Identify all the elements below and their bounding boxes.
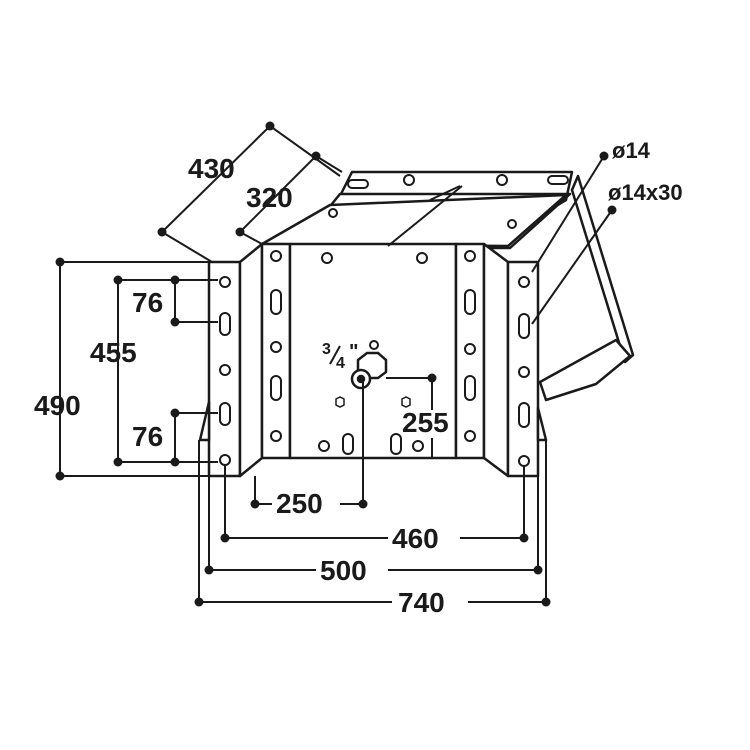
dimension-labels: 430 320 76 455 490 76 250 255 460 500 74… [34, 153, 449, 618]
plate-slot-right [390, 433, 402, 455]
right-flange-hole-mid [518, 366, 530, 378]
seam-2 [429, 185, 461, 201]
pipe-label: 3 4 " [322, 341, 358, 372]
seam-1 [387, 185, 463, 247]
plate-hole-bottom-right [412, 440, 424, 452]
label-76-bottom: 76 [132, 421, 163, 452]
flange-slot-right [547, 175, 569, 185]
right-flange-tab [536, 406, 548, 442]
label-500: 500 [320, 555, 367, 586]
left-flange-slot-bottom [219, 402, 231, 426]
pipe-fitting [350, 351, 388, 390]
label-455: 455 [90, 337, 137, 368]
arm-plate [538, 338, 632, 402]
right-brace [570, 174, 635, 364]
pipe-label-slash [329, 345, 341, 365]
right-strip-hole-3 [464, 430, 476, 442]
extline-320 [315, 155, 343, 173]
plate-hole-bottom-left [318, 440, 330, 452]
left-strip-hole-1 [270, 250, 282, 262]
label-hole-slot: ø14x30 [608, 180, 683, 205]
left-flange-hole-top [219, 276, 231, 288]
flange-hole-2 [496, 174, 508, 186]
shelf-hole-2 [507, 219, 517, 229]
flange-slot-left [347, 179, 369, 189]
leader-hole-round [531, 155, 605, 273]
flange-hole-1 [403, 174, 415, 186]
seams [387, 185, 463, 247]
left-flange-hole-bottom [219, 454, 231, 466]
left-flange-hole-mid [219, 364, 231, 376]
left-channel-wall [238, 242, 264, 478]
pipe-label-num: 3 [322, 341, 331, 358]
dimline-320 [239, 155, 317, 233]
right-flange-slot-bottom [518, 402, 530, 428]
dimension-lines [59, 125, 613, 603]
right-strip-slot-1 [464, 289, 476, 315]
extline-430-bottom [161, 231, 213, 263]
plate-slot-left [342, 433, 354, 455]
label-250: 250 [276, 488, 323, 519]
label-490: 490 [34, 390, 81, 421]
right-flange-hole-bottom [518, 455, 530, 467]
plate-hole-small [369, 340, 379, 350]
shelf-hole-1 [328, 208, 338, 218]
pipe-label-den: 4 [336, 355, 345, 372]
right-strip-hole-2 [464, 343, 476, 355]
holes [219, 174, 569, 467]
label-255: 255 [402, 407, 449, 438]
right-strip-slot-2 [464, 375, 476, 401]
right-flange-hole-top [518, 276, 530, 288]
label-740: 740 [398, 587, 445, 618]
left-strip-slot-1 [270, 289, 282, 315]
label-430: 430 [188, 153, 235, 184]
left-strip-hole-3 [270, 430, 282, 442]
plate-hole-top-right [416, 252, 428, 264]
right-channel-wall [482, 242, 510, 478]
left-flange-tab [198, 400, 211, 442]
right-strip-hole-1 [464, 250, 476, 262]
extline-430-top [269, 125, 341, 177]
label-320: 320 [246, 182, 293, 213]
nut-right [401, 396, 411, 408]
right-flange-slot-top [518, 313, 530, 339]
label-hole-round: ø14 [612, 138, 651, 163]
label-460: 460 [392, 523, 439, 554]
left-strip-slot-2 [270, 375, 282, 401]
center-plate [288, 242, 458, 460]
dimension-dots [55, 121, 617, 607]
left-strip-hole-2 [270, 341, 282, 353]
left-flange-slot-top [219, 312, 231, 336]
hole-labels: ø14 ø14x30 [608, 138, 683, 205]
bracket-body [198, 170, 635, 478]
pipe-label-unit: " [349, 341, 358, 363]
label-76-top: 76 [132, 287, 163, 318]
leader-hole-slot [531, 209, 613, 325]
nut-left [335, 396, 345, 408]
plate-hole-top-left [321, 252, 333, 264]
dimline-430 [161, 125, 271, 233]
